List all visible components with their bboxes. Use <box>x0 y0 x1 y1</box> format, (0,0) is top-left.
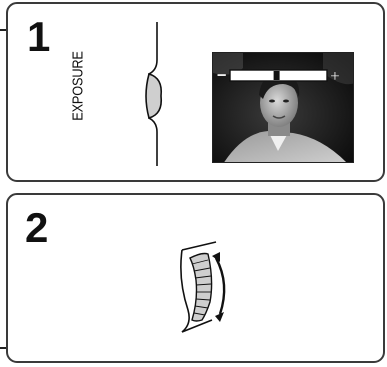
dial-rotate-icon <box>168 240 248 340</box>
step-number: 2 <box>25 207 48 249</box>
meter-plus-sign: + <box>330 67 340 86</box>
step-number: 1 <box>27 16 50 58</box>
exposure-dial-icon <box>133 18 183 168</box>
meter-minus-sign: − <box>217 68 226 85</box>
exposure-meter-bar: − + <box>212 67 354 85</box>
meter-indicator <box>274 71 280 80</box>
step-1-panel: 1 EXPOSURE <box>6 2 385 182</box>
exposure-label: EXPOSURE <box>70 44 87 129</box>
step-2-panel: 2 <box>6 193 385 363</box>
